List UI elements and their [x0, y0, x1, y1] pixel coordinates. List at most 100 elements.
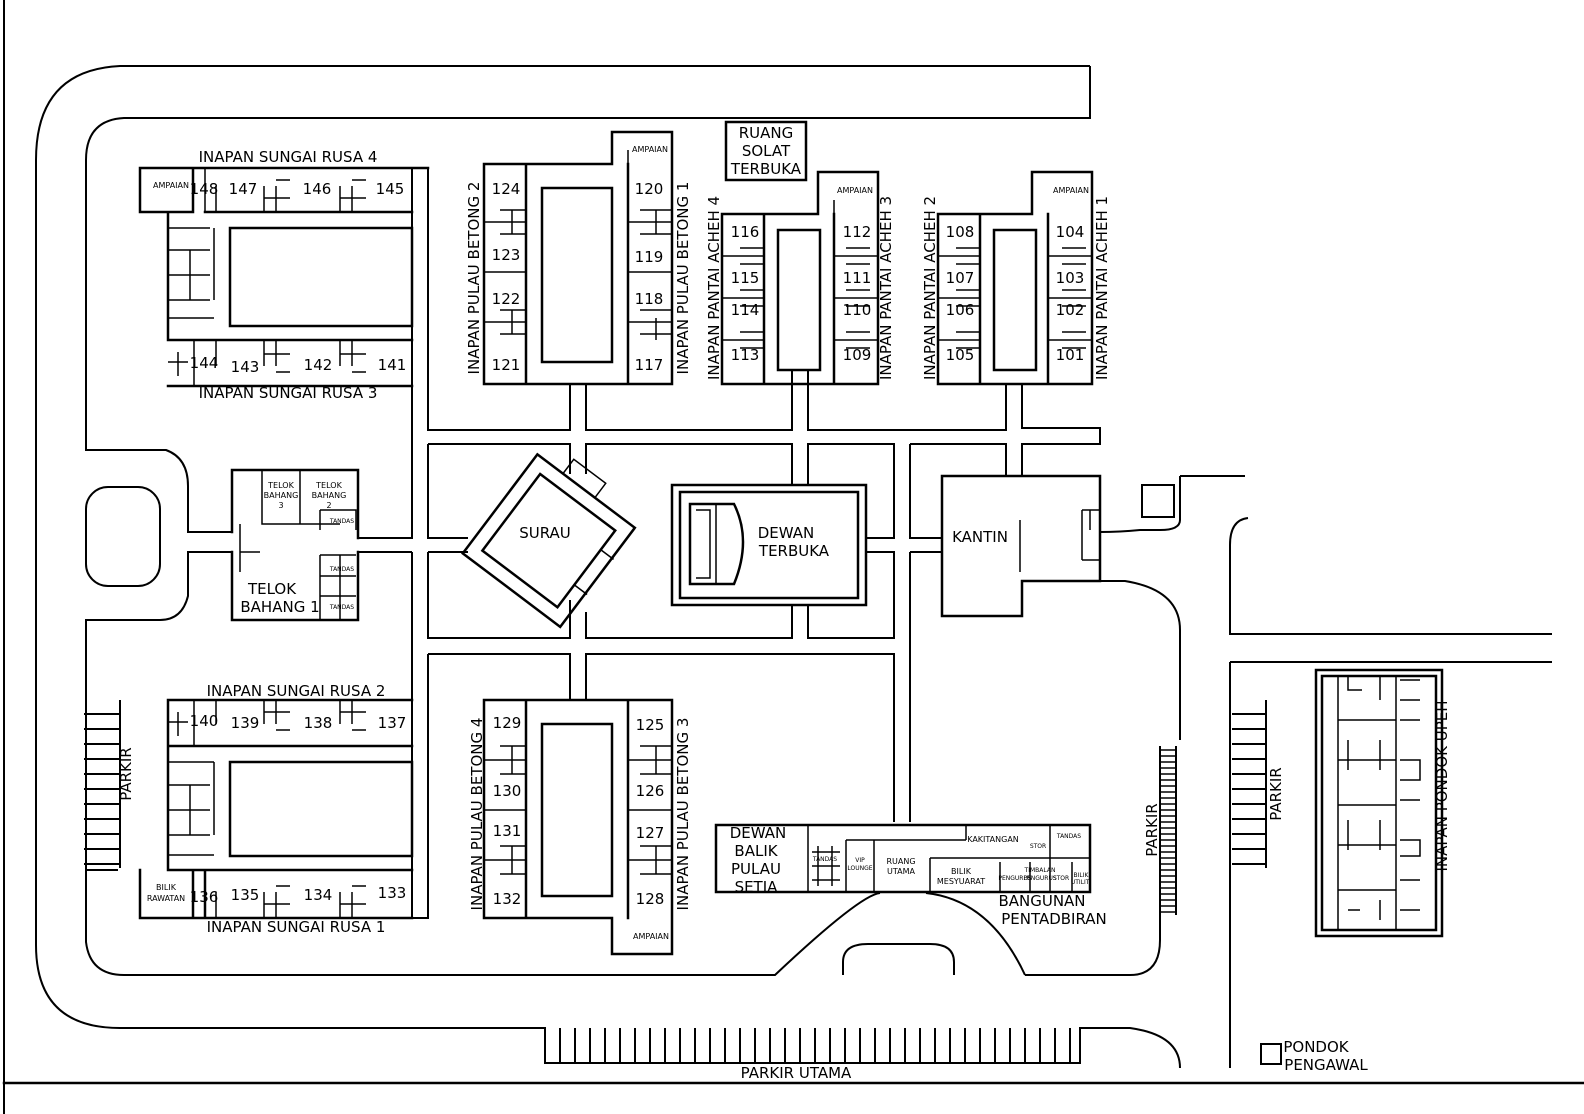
- room-acheh3-1: 111: [843, 269, 872, 287]
- label-betong3: INAPAN PULAU BETONG 3: [674, 718, 692, 911]
- room-acheh1-3: 101: [1056, 346, 1085, 364]
- label-telok3-b: BAHANG: [264, 491, 299, 500]
- label-admin-tandas-2: TANDAS: [1056, 833, 1081, 840]
- room-acheh1-0: 104: [1056, 223, 1085, 241]
- label-acheh1: INAPAN PANTAI ACHEH 1: [1093, 196, 1111, 380]
- room-betong3-1: 126: [636, 782, 665, 800]
- room-rusa4-0: 148: [190, 180, 219, 198]
- block-pantai-acheh-3-4: [720, 170, 880, 386]
- label-betong2: INAPAN PULAU BETONG 2: [465, 182, 483, 375]
- kantin-building: [940, 474, 1102, 618]
- label-dewan-balik-3: PULAU: [731, 860, 781, 878]
- label-bangunan-1: BANGUNAN: [998, 892, 1085, 910]
- label-dewan-balik-1: DEWAN: [730, 824, 787, 842]
- label-tandas-1: TANDAS: [329, 518, 354, 525]
- room-acheh3-0: 112: [843, 223, 872, 241]
- room-acheh2-1: 107: [946, 269, 975, 287]
- block-sungai-rusa-2-1: [138, 698, 414, 920]
- room-betong3-0: 125: [636, 716, 665, 734]
- label-telok2-a: TELOK: [315, 481, 342, 490]
- room-betong4-0: 129: [493, 714, 522, 732]
- room-acheh4-1: 115: [731, 269, 760, 287]
- label-ruang-utama-1: RUANG: [886, 857, 915, 866]
- room-acheh4-2: 114: [731, 301, 760, 319]
- label-dewan-terbuka-1: DEWAN: [758, 524, 815, 542]
- room-betong4-1: 130: [493, 782, 522, 800]
- room-rusa3-0: 144: [190, 354, 219, 372]
- room-betong1-2: 118: [635, 290, 664, 308]
- label-telok2-b: BAHANG: [312, 491, 347, 500]
- label-rusa1: INAPAN SUNGAI RUSA 1: [207, 918, 386, 936]
- label-telok1-b: BAHANG 1: [240, 598, 319, 616]
- room-rusa2-2: 138: [304, 714, 333, 732]
- room-acheh4-3: 113: [731, 346, 760, 364]
- block-telok-bahang: [230, 468, 360, 622]
- room-acheh3-3: 109: [843, 346, 872, 364]
- label-dewan-balik-4: SETIA: [735, 878, 779, 896]
- bangunan-pentadbiran: [714, 823, 1092, 894]
- label-bilik-rawatan-1: BILIK: [156, 883, 177, 892]
- room-rusa1-0: 136: [190, 888, 219, 906]
- surau-building: [461, 452, 637, 629]
- label-dewan-terbuka-2: TERBUKA: [758, 542, 830, 560]
- label-ampaian-acheh1: AMPAIAN: [1053, 186, 1089, 195]
- label-telok3-a: TELOK: [267, 481, 294, 490]
- room-rusa1-2: 134: [304, 886, 333, 904]
- label-vip-1: VIP: [855, 857, 865, 864]
- room-rusa1-1: 135: [231, 886, 260, 904]
- room-rusa2-0: 140: [190, 712, 219, 730]
- room-acheh2-2: 106: [946, 301, 975, 319]
- label-utiliti-2: UTILITI: [1071, 879, 1092, 886]
- label-vip-2: LOUNGE: [847, 865, 872, 872]
- label-timb-1: TIMBALAN: [1024, 867, 1056, 874]
- room-betong1-1: 119: [635, 248, 664, 266]
- label-surau: SURAU: [519, 524, 571, 542]
- room-rusa3-2: 142: [304, 356, 333, 374]
- label-utiliti-1: BILIK: [1074, 872, 1090, 879]
- room-betong1-3: 117: [635, 356, 664, 374]
- room-acheh4-0: 116: [731, 223, 760, 241]
- room-betong4-2: 131: [493, 822, 522, 840]
- label-parkir-mid: PARKIR: [1143, 803, 1161, 856]
- label-pondok-2: PENGAWAL: [1284, 1056, 1368, 1074]
- room-acheh1-1: 103: [1056, 269, 1085, 287]
- room-betong3-3: 128: [636, 890, 665, 908]
- parking-stripes: [84, 700, 1267, 1063]
- label-pengurus: PENGURUS: [998, 875, 1031, 882]
- label-betong4: INAPAN PULAU BETONG 4: [468, 718, 486, 911]
- label-ampaian-betong3: AMPAIAN: [633, 932, 669, 941]
- block-sungai-rusa-4-3: [138, 166, 430, 388]
- room-betong2-3: 121: [492, 356, 521, 374]
- label-rusa4: INAPAN SUNGAI RUSA 4: [199, 148, 378, 166]
- label-ruang-solat-2: SOLAT: [742, 142, 791, 160]
- label-telok2-c: 2: [326, 501, 331, 510]
- room-betong2-0: 124: [492, 180, 521, 198]
- label-admin-tandas-1: TANDAS: [812, 856, 837, 863]
- label-kakitangan: KAKITANGAN: [967, 835, 1019, 844]
- label-ruang-solat-1: RUANG: [739, 124, 794, 142]
- label-ampaian-acheh3: AMPAIAN: [837, 186, 873, 195]
- room-acheh1-2: 102: [1056, 301, 1085, 319]
- label-ampaian-betong1: AMPAIAN: [632, 145, 668, 154]
- label-timb-2: PENGURUS: [1023, 875, 1056, 882]
- room-betong1-0: 120: [635, 180, 664, 198]
- room-acheh2-0: 108: [946, 223, 975, 241]
- dewan-terbuka-building: [670, 483, 868, 607]
- label-pondok-1: PONDOK: [1283, 1038, 1349, 1056]
- label-bilik-rawatan-2: RAWATAN: [147, 894, 185, 903]
- label-telok3-c: 3: [278, 501, 283, 510]
- room-rusa3-1: 143: [231, 358, 260, 376]
- label-acheh2: INAPAN PANTAI ACHEH 2: [921, 196, 939, 380]
- label-rusa2: INAPAN SUNGAI RUSA 2: [207, 682, 386, 700]
- label-kantin: KANTIN: [952, 528, 1008, 546]
- label-stor-1: STOR: [1030, 843, 1046, 850]
- label-parkir-utama: PARKIR UTAMA: [741, 1064, 852, 1082]
- label-rusa3: INAPAN SUNGAI RUSA 3: [199, 384, 378, 402]
- ruang-solat-building: [724, 120, 808, 182]
- label-tandas-2: TANDAS: [329, 566, 354, 573]
- room-rusa4-2: 146: [303, 180, 332, 198]
- label-mesyuarat-1: BILIK: [951, 867, 972, 876]
- room-rusa2-1: 139: [231, 714, 260, 732]
